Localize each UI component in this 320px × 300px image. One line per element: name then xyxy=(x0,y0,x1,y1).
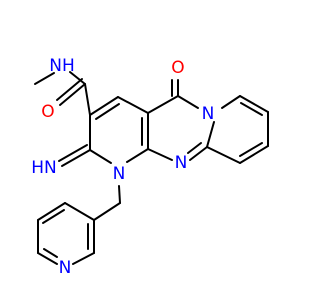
bond-r1-a2 xyxy=(95,103,120,120)
bond-imine-a xyxy=(61,149,91,167)
bond-r2-e xyxy=(147,148,173,161)
bond-r1-e xyxy=(89,149,112,164)
bond-r2-d2 xyxy=(187,142,202,154)
bond-r3-b2 xyxy=(240,102,263,116)
bond-r3-d xyxy=(239,145,269,164)
molecule-diagram: NH O O N HN N N N xyxy=(31,56,269,278)
bond-r1-d xyxy=(126,148,149,163)
bond-amide-co-a xyxy=(59,83,86,106)
bond-imine-b xyxy=(58,144,88,162)
bond-py-d2 xyxy=(43,248,58,258)
imine-nh-label: HN xyxy=(31,158,57,178)
bridge-nitrogen-label: N xyxy=(202,104,215,124)
ring-nitrogen-2-label: N xyxy=(175,153,188,173)
ring-carbonyl-oxygen-label: O xyxy=(171,58,184,78)
bond-r2-c xyxy=(206,121,215,148)
bond-nh-amide-c xyxy=(69,71,86,85)
bond-r2-a xyxy=(147,95,179,114)
pyridine-nitrogen-label: N xyxy=(59,258,72,278)
bond-r3-d2 xyxy=(239,142,263,157)
bond-r2-b xyxy=(177,95,199,109)
methylamide-nh-label: NH xyxy=(49,56,75,76)
bond-r3-a xyxy=(221,95,241,109)
bond-py-d xyxy=(37,252,58,265)
bond-ch2-py xyxy=(93,202,121,221)
bond-methyl-nh xyxy=(34,72,55,85)
bond-r2-d xyxy=(189,146,208,161)
bond-r3-b xyxy=(239,95,269,113)
structure-canvas: NH O O N HN N N N xyxy=(31,56,269,278)
amide-oxygen-label: O xyxy=(41,102,54,122)
bond-r3-e xyxy=(206,146,241,164)
bond-amide-co-b xyxy=(56,78,83,101)
bonds xyxy=(34,71,269,265)
bond-py-b xyxy=(37,202,66,221)
bond-n-ch2 xyxy=(118,185,121,204)
bond-amide-ring xyxy=(84,83,91,116)
bond-py-b2 xyxy=(42,209,65,224)
bond-py-e xyxy=(72,252,95,265)
bond-py-a xyxy=(64,202,95,221)
ring-nitrogen-1-label: N xyxy=(113,164,126,184)
atom-labels: NH O O N HN N N N xyxy=(31,56,214,278)
bond-r1-a xyxy=(89,96,119,116)
bond-r1-b xyxy=(117,96,149,114)
